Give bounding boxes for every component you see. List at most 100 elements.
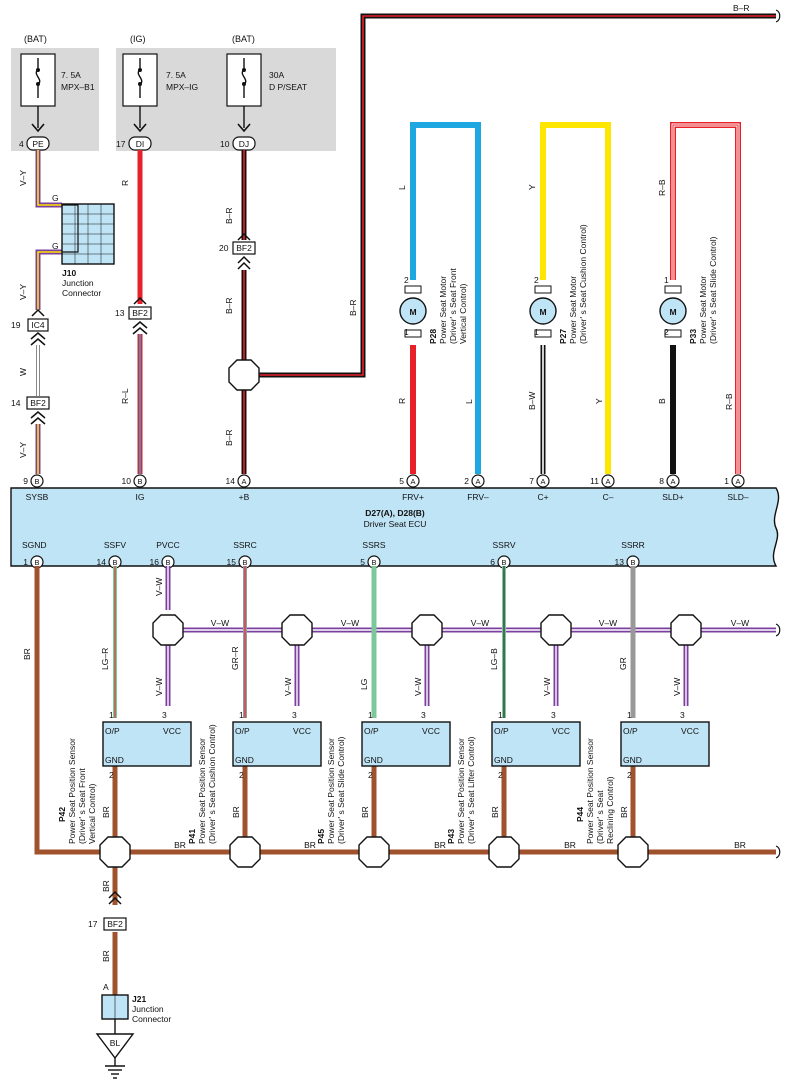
svg-text:W: W	[18, 368, 28, 376]
svg-text:2: 2	[464, 476, 469, 486]
svg-text:SSRR: SSRR	[621, 540, 645, 550]
svg-text:P42: P42	[57, 807, 67, 822]
svg-text:(Driver' s Seat Cushion Contro: (Driver' s Seat Cushion Control)	[207, 724, 217, 844]
motor-icon: M	[409, 307, 416, 317]
svg-text:R–B: R–B	[657, 179, 667, 196]
fuse-source-label: (BAT)	[24, 34, 47, 44]
svg-text:GR–R: GR–R	[230, 646, 240, 670]
connector-bf2-13: BF2 13	[115, 296, 152, 335]
svg-text:V–W: V–W	[154, 678, 164, 696]
connector-di: DI 17	[116, 136, 152, 151]
svg-text:14: 14	[226, 476, 236, 486]
svg-text:B–R: B–R	[224, 297, 234, 314]
splice-point	[617, 836, 649, 868]
svg-text:BR: BR	[360, 806, 370, 818]
svg-text:A: A	[605, 477, 610, 486]
ecu-pin-5: A7C+	[529, 474, 550, 502]
svg-text:Y: Y	[594, 398, 604, 404]
fuse-block-ig-mpx-ig: (IG) 7. 5A MPX–IG	[116, 34, 336, 151]
svg-text:LG: LG	[359, 679, 369, 690]
svg-text:17: 17	[88, 919, 98, 929]
svg-text:VCC: VCC	[293, 726, 311, 736]
svg-text:Power Seat Motor: Power Seat Motor	[698, 276, 708, 344]
svg-text:P43: P43	[446, 829, 456, 844]
svg-text:3: 3	[292, 710, 297, 720]
svg-text:SYSB: SYSB	[26, 492, 49, 502]
wire-b-r	[241, 13, 776, 474]
svg-text:1: 1	[664, 275, 669, 285]
svg-text:GND: GND	[623, 755, 642, 765]
svg-text:Power Seat Motor: Power Seat Motor	[568, 276, 578, 344]
svg-text:VCC: VCC	[552, 726, 570, 736]
ground-symbol-icon: BL	[95, 1033, 135, 1079]
svg-text:4: 4	[19, 139, 24, 149]
svg-text:3: 3	[162, 710, 167, 720]
svg-text:SLD+: SLD+	[662, 492, 684, 502]
svg-text:BR: BR	[101, 806, 111, 818]
svg-text:13: 13	[615, 557, 625, 567]
svg-text:Connector: Connector	[132, 1014, 171, 1024]
svg-text:A: A	[410, 477, 415, 486]
svg-text:16: 16	[150, 557, 160, 567]
svg-text:3: 3	[421, 710, 426, 720]
svg-text:2: 2	[404, 275, 409, 285]
svg-text:Connector: Connector	[62, 288, 101, 298]
svg-text:1: 1	[23, 557, 28, 567]
svg-text:P41: P41	[187, 829, 197, 844]
svg-text:5: 5	[360, 557, 365, 567]
svg-text:11: 11	[590, 476, 599, 486]
svg-text:A: A	[475, 477, 480, 486]
svg-text:V–W: V–W	[672, 678, 682, 696]
svg-text:V–Y: V–Y	[18, 284, 28, 300]
svg-text:R: R	[397, 398, 407, 404]
svg-text:7: 7	[529, 476, 534, 486]
svg-text:PE: PE	[32, 139, 44, 149]
svg-text:BR: BR	[22, 648, 32, 660]
svg-text:V–W: V–W	[731, 618, 749, 628]
svg-text:2: 2	[664, 327, 669, 337]
svg-text:BR: BR	[734, 840, 746, 850]
svg-text:B: B	[137, 477, 142, 486]
svg-text:B: B	[165, 558, 170, 567]
svg-text:(Driver' s Seat Slide Control): (Driver' s Seat Slide Control)	[336, 736, 346, 844]
svg-text:B: B	[34, 477, 39, 486]
svg-text:L: L	[397, 185, 407, 190]
svg-text:Power Seat Motor: Power Seat Motor	[438, 276, 448, 344]
svg-text:2: 2	[627, 770, 632, 780]
svg-text:1: 1	[239, 710, 244, 720]
svg-text:(Driver' s Seat Cushion Contro: (Driver' s Seat Cushion Control)	[578, 224, 588, 344]
svg-text:BF2: BF2	[30, 398, 46, 408]
svg-text:(Driver' s Seat Lifter Control: (Driver' s Seat Lifter Control)	[466, 736, 476, 844]
svg-text:IG: IG	[136, 492, 145, 502]
svg-text:SSRC: SSRC	[233, 540, 257, 550]
svg-text:B: B	[112, 558, 117, 567]
connector-bf2-17: BF2 17	[88, 890, 127, 931]
svg-text:Power Seat Position Sensor: Power Seat Position Sensor	[67, 738, 77, 844]
svg-text:DI: DI	[136, 139, 145, 149]
svg-text:B: B	[501, 558, 506, 567]
splice-point	[229, 836, 261, 868]
ecu-bottom-pins: SGNDB1SSFVB14PVCCB16SSRCB15SSRSB5SSRVB6S…	[22, 540, 645, 569]
splice-point	[488, 836, 520, 868]
connector-bf2-14: BF2 14	[11, 396, 50, 425]
svg-text:BR: BR	[619, 806, 629, 818]
svg-text:19: 19	[11, 320, 21, 330]
fuse-rating: 7. 5A	[166, 70, 186, 80]
svg-text:BR: BR	[101, 880, 111, 892]
svg-text:O/P: O/P	[105, 726, 120, 736]
splice-point	[670, 614, 702, 646]
connector-ic4: IC4 19	[11, 308, 49, 346]
svg-text:15: 15	[227, 557, 237, 567]
fuse-rating: 7. 5A	[61, 70, 81, 80]
svg-text:B–R: B–R	[348, 299, 358, 316]
svg-text:1: 1	[109, 710, 114, 720]
svg-text:BF2: BF2	[107, 919, 123, 929]
svg-text:V–W: V–W	[471, 618, 489, 628]
